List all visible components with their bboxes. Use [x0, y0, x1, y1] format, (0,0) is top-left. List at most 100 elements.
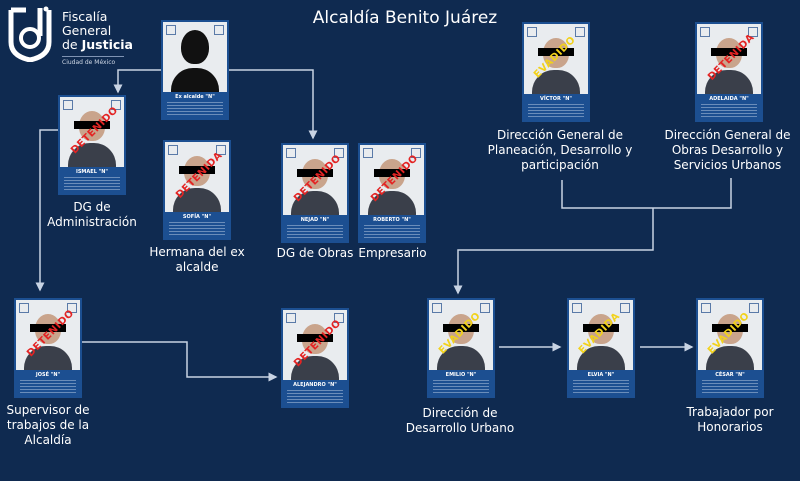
logo-line3-bold: Justicia [81, 37, 133, 52]
cdmx-badge-icon [216, 145, 226, 155]
eye-censor-bar [443, 324, 479, 332]
cdmx-badge-icon [749, 303, 759, 313]
eye-censor-bar [74, 121, 110, 129]
role-label-nejad: DG de Obras [276, 246, 354, 260]
mugshot-card-jose: DETENIDO JOSÉ "N" [14, 298, 82, 398]
mugshot-card-victor: EVADIDO VÍCTOR "N" [522, 22, 590, 122]
description-text [433, 380, 489, 394]
fgj-badge-icon [63, 100, 73, 110]
role-label-emilio: Dirección de Desarrollo Urbano [405, 406, 515, 435]
fgj-badge-icon [572, 303, 582, 313]
fgj-emblem-icon [8, 6, 52, 62]
fgj-badge-icon [363, 148, 373, 158]
cdmx-badge-icon [214, 25, 224, 35]
fgj-badge-icon [286, 148, 296, 158]
cdmx-badge-icon [411, 148, 421, 158]
role-label-roberto: Empresario [358, 246, 427, 260]
photo [163, 22, 227, 92]
photo: EVADIDO [429, 300, 493, 370]
role-label-jose: Supervisor de trabajos de la Alcaldía [6, 403, 90, 447]
fgj-badge-icon [166, 25, 176, 35]
cdmx-badge-icon [748, 27, 758, 37]
connector-directors-bracket [561, 178, 732, 209]
role-label-sofia: Hermana del ex alcalde [149, 245, 245, 274]
fgj-badge-icon [700, 27, 710, 37]
photo: DETENIDO [60, 97, 124, 167]
cdmx-badge-icon [620, 303, 630, 313]
mugshot-card-nejad: DETENIDO NEJAD "N" [281, 143, 349, 243]
photo: DETENIDA [697, 24, 761, 94]
description-text [702, 380, 758, 394]
connector-bracket-emilio [453, 208, 654, 295]
person-name: ELVIA "N" [587, 372, 615, 378]
person-name: SOFÍA "N" [182, 214, 212, 220]
cdmx-badge-icon [111, 100, 121, 110]
mugshot-card-emilio: EVADIDO EMILIO "N" [427, 298, 495, 398]
description-text [528, 104, 584, 118]
photo: EVADIDO [524, 24, 588, 94]
eye-censor-bar [711, 48, 747, 56]
person-name: ISMAEL "N" [75, 169, 109, 175]
photo: DETENIDO [16, 300, 80, 370]
mugshot-card-sofia: DETENIDA SOFÍA "N" [163, 140, 231, 240]
fgj-badge-icon [286, 313, 296, 323]
logo-text: Fiscalía General de Justicia [62, 10, 133, 52]
photo: DETENIDO [283, 145, 347, 215]
eye-censor-bar [538, 48, 574, 56]
connector-exalcalde-ismael [113, 69, 161, 94]
fgj-badge-icon [527, 27, 537, 37]
description-text [287, 390, 343, 404]
eye-censor-bar [712, 324, 748, 332]
logo-subtitle: Ciudad de México [62, 56, 124, 66]
description-text [64, 177, 120, 191]
logo-line3-prefix: de [62, 37, 82, 52]
connector-exalcalde-nejad [229, 69, 318, 140]
person-name: JOSÉ "N" [35, 372, 61, 378]
person-name: Ex alcalde "N" [175, 94, 215, 100]
mugshot-card-elvia: EVADIDA ELVIA "N" [567, 298, 635, 398]
mugshot-card-alejandro: DETENIDO ALEJANDRO "N" [281, 308, 349, 408]
person-name: VÍCTOR "N" [539, 96, 573, 102]
cdmx-badge-icon [67, 303, 77, 313]
cdmx-badge-icon [334, 148, 344, 158]
person-name: NEJAD "N" [300, 217, 330, 223]
mugshot-card-roberto: DETENIDO ROBERTO "N" [358, 143, 426, 243]
role-label-ismael: DG de Administración [47, 200, 137, 229]
role-label-victor: Dirección General de Planeación, Desarro… [487, 128, 633, 172]
mugshot-card-ex-alcalde: Ex alcalde "N" [161, 20, 229, 120]
eye-censor-bar [30, 324, 66, 332]
description-text [20, 380, 76, 394]
eye-censor-bar [297, 334, 333, 342]
person-name: ADELAIDA "N" [709, 96, 749, 102]
role-label-cesar: Trabajador por Honorarios [686, 405, 774, 434]
person-name: ALEJANDRO "N" [293, 382, 337, 388]
description-text [287, 225, 343, 239]
page-title: Alcaldía Benito Juárez [312, 8, 498, 28]
cdmx-badge-icon [575, 27, 585, 37]
mugshot-card-cesar: EVADIDO CÉSAR "N" [696, 298, 764, 398]
connector-ismael-jose [35, 129, 58, 292]
fgj-badge-icon [19, 303, 29, 313]
eye-censor-bar [179, 166, 215, 174]
fgj-badge-icon [168, 145, 178, 155]
description-text [167, 102, 223, 116]
eye-censor-bar [583, 324, 619, 332]
description-text [573, 380, 629, 394]
mugshot-card-adelaida: DETENIDA ADELAIDA "N" [695, 22, 763, 122]
eye-censor-bar [297, 169, 333, 177]
eye-censor-bar [374, 169, 410, 177]
fgj-badge-icon [701, 303, 711, 313]
role-label-adelaida: Dirección General de Obras Desarrollo y … [664, 128, 791, 172]
person-name: EMILIO "N" [445, 372, 477, 378]
person-head [181, 30, 209, 64]
mugshot-card-ismael: DETENIDO ISMAEL "N" [58, 95, 126, 195]
description-text [169, 222, 225, 236]
logo-line2: General [62, 23, 112, 38]
logo-line1: Fiscalía [62, 9, 108, 24]
cdmx-badge-icon [480, 303, 490, 313]
photo: DETENIDO [283, 310, 347, 380]
photo: EVADIDO [698, 300, 762, 370]
description-text [364, 225, 420, 239]
cdmx-badge-icon [334, 313, 344, 323]
